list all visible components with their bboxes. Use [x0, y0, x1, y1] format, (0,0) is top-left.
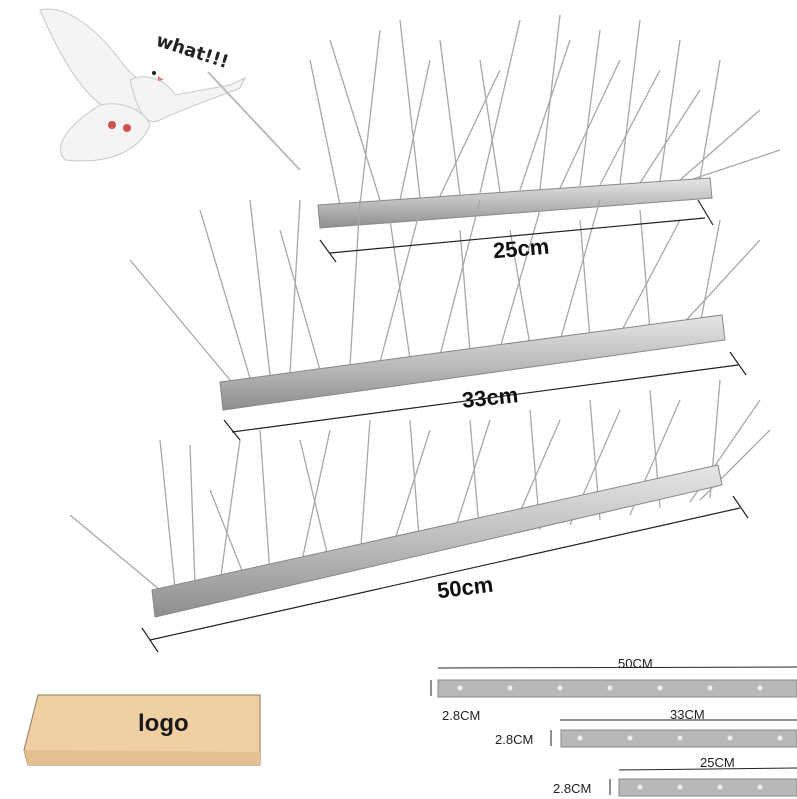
spec-length-50: 50CM [618, 656, 653, 671]
dimension-lines [141, 199, 749, 653]
strip-33cm [219, 314, 726, 411]
strip-50cm [151, 464, 723, 618]
spec-length-25: 25CM [700, 755, 735, 770]
box-logo-text: logo [138, 710, 189, 737]
spec-width-50: 2.8CM [442, 708, 481, 723]
spikes-25cm [309, 14, 781, 206]
spec-length-33: 33CM [670, 707, 705, 722]
spec-width-33: 2.8CM [495, 732, 534, 747]
strip-25cm [317, 177, 713, 229]
spikes-33cm [129, 199, 761, 381]
spec-width-25: 2.8CM [553, 781, 592, 796]
